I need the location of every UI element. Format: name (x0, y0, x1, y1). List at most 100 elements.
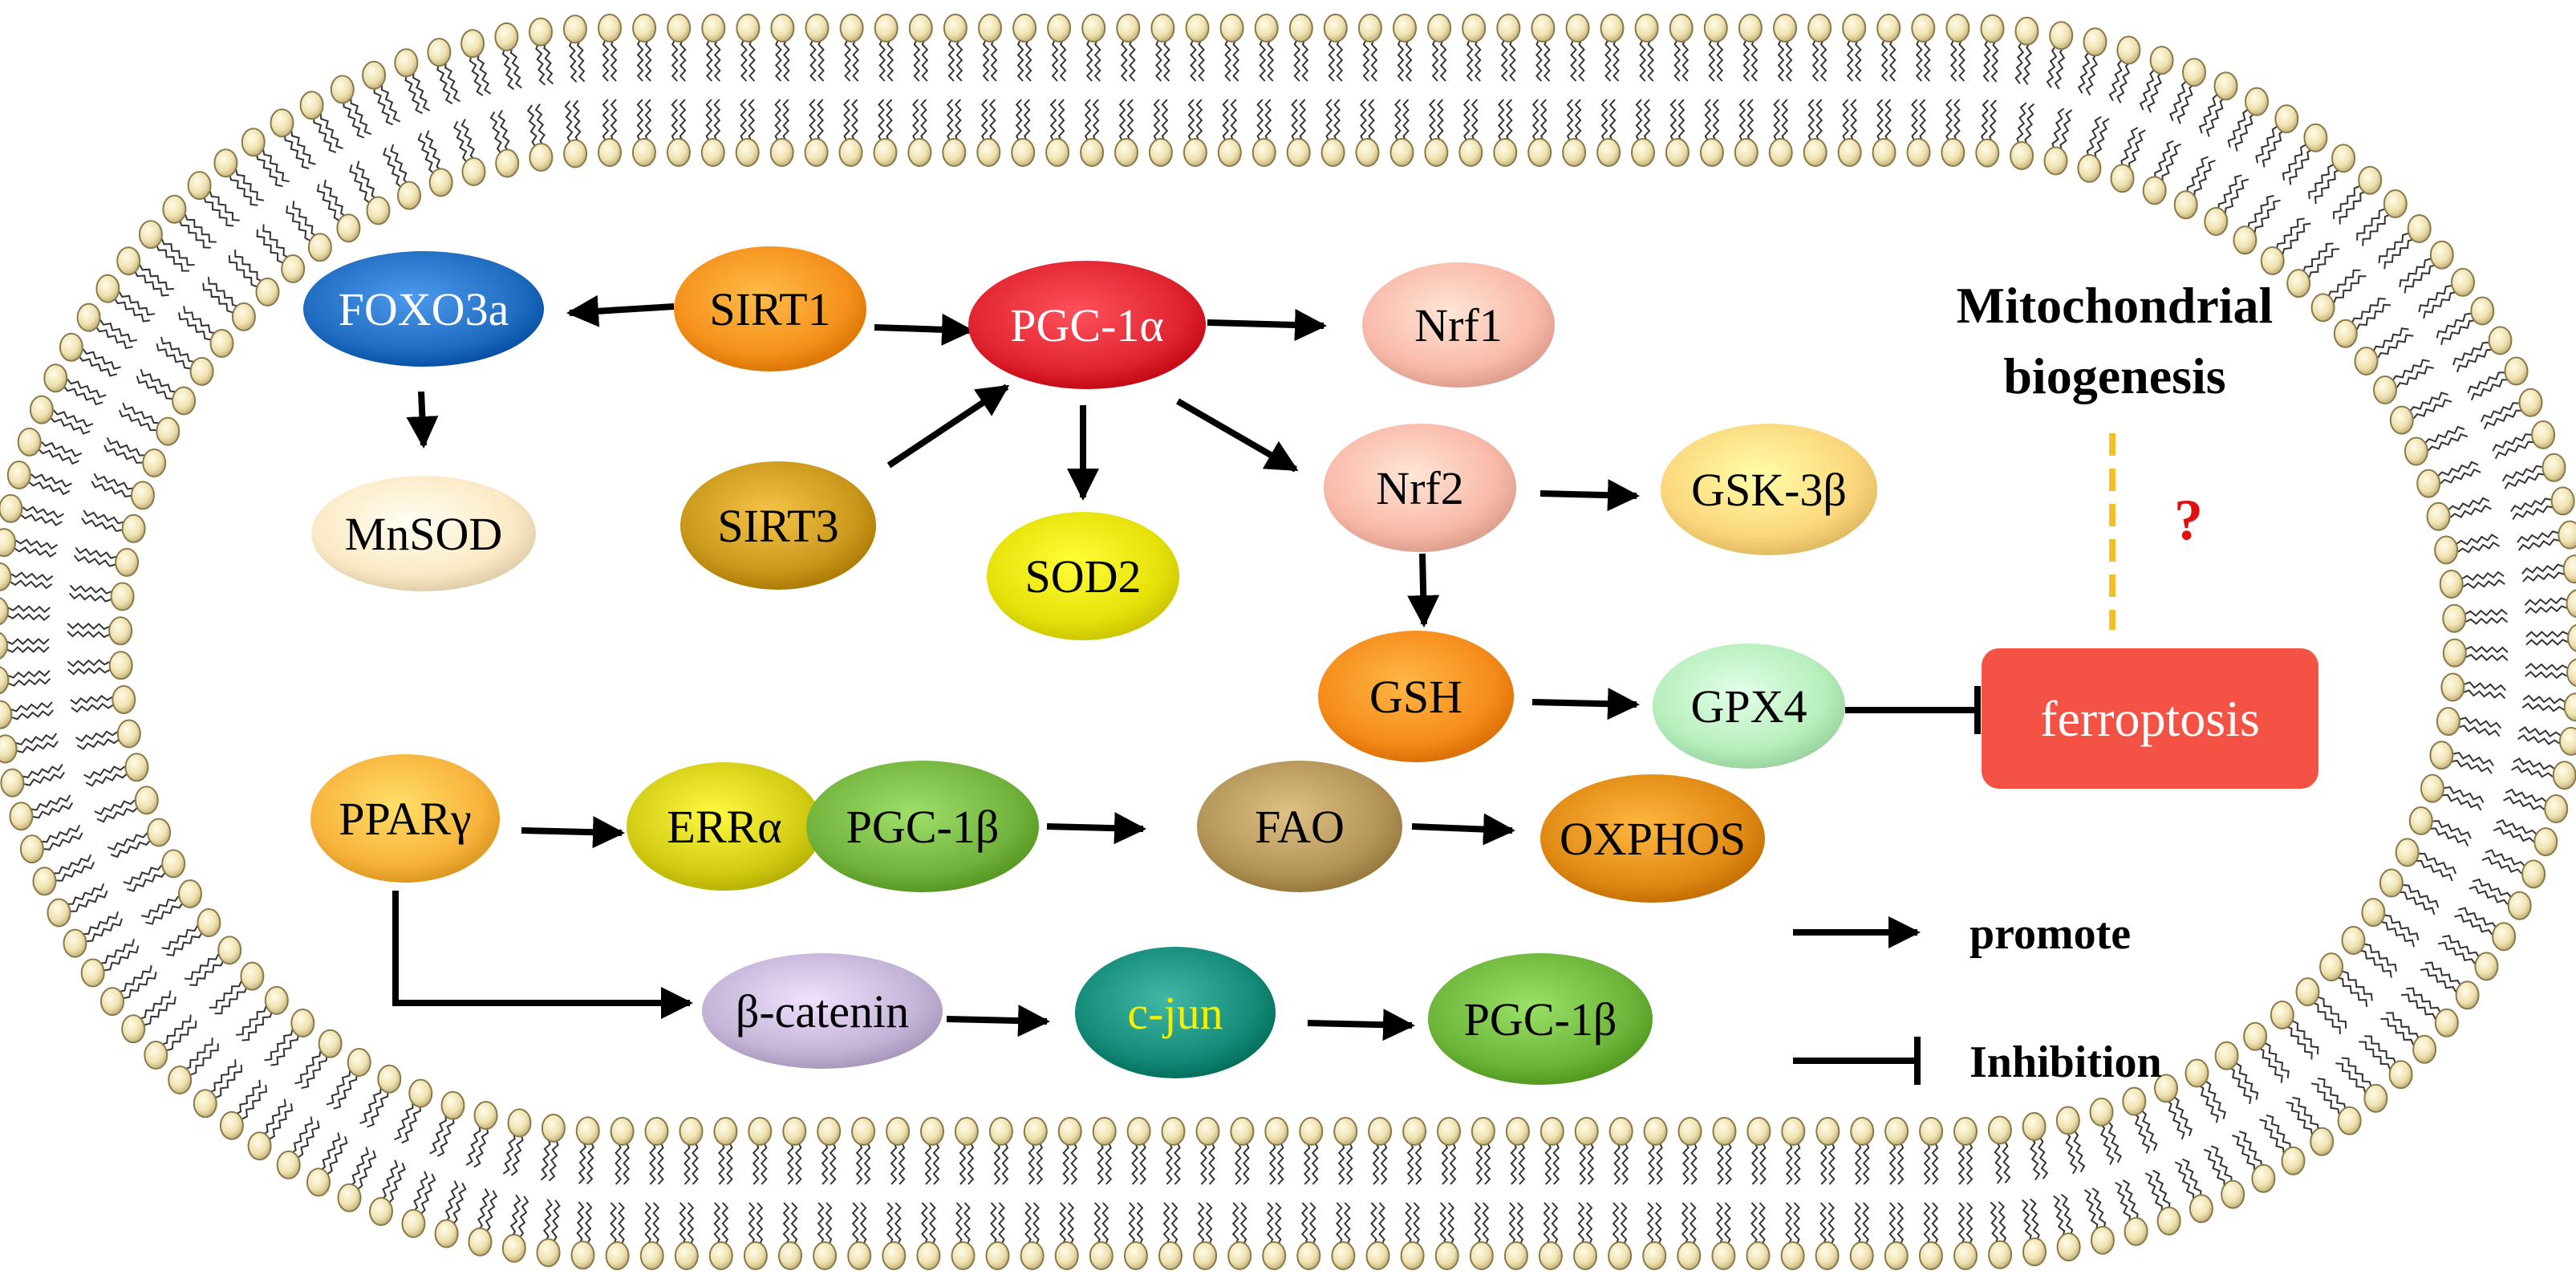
lipid-tail (2293, 1098, 2319, 1131)
lipid-head (952, 1242, 975, 1269)
lipid-tail (2463, 580, 2505, 588)
lipid-tail (1959, 1143, 1964, 1184)
lipid-head (2262, 247, 2284, 274)
lipid-head (395, 49, 417, 76)
lipid-head (1402, 1242, 1424, 1269)
lipid-tail (761, 1143, 766, 1184)
lipid-tail (1511, 1143, 1516, 1184)
lipid-head (771, 139, 793, 166)
lipid-tail (135, 271, 169, 296)
lipid-tail (1752, 39, 1757, 81)
lipid-tail (1467, 39, 1472, 81)
lipid-head (744, 1242, 767, 1269)
lipid-head (1391, 139, 1414, 166)
lipid-head (680, 1118, 703, 1145)
lipid-head (1739, 14, 1762, 42)
lipid-head (140, 221, 162, 248)
lipid-head (875, 14, 898, 42)
lipid-tail (2405, 265, 2436, 293)
lipid-head (18, 428, 41, 456)
lipid-head (34, 867, 56, 895)
lipid-head (0, 529, 15, 556)
lipid-tail (552, 1200, 559, 1242)
lipid-tail (1717, 1203, 1722, 1244)
lipid-tail (968, 1143, 973, 1184)
lipid-head (1090, 1242, 1113, 1269)
lipid-tail (2030, 1199, 2039, 1240)
lipid-head (1989, 1117, 2011, 1144)
lipid-tail (861, 1203, 866, 1244)
lipid-tail (1475, 1203, 1480, 1244)
lipid-tail (140, 991, 171, 1019)
lipid-tail (14, 547, 56, 556)
lipid-tail (1337, 1203, 1341, 1244)
lipid-tail (1016, 99, 1021, 141)
lipid-head (136, 786, 158, 814)
lipid-head (2364, 1085, 2387, 1112)
lipid-head (748, 1118, 771, 1145)
lipid-tail (1053, 39, 1057, 81)
node-bcatenin: β-catenin (702, 953, 943, 1069)
lipid-tail (879, 99, 884, 141)
lipid-head (2475, 952, 2497, 980)
lipid-head (1735, 139, 1758, 166)
lipid-tail (1072, 1143, 1077, 1184)
lipid-head (736, 14, 759, 42)
node-label-sirt3: SIRT3 (717, 500, 838, 552)
lipid-head (1531, 14, 1554, 42)
lipid-tail (603, 99, 608, 141)
lipid-tail (1990, 100, 1996, 142)
lipid-tail (2116, 1183, 2130, 1222)
lipid-tail (2286, 1102, 2312, 1135)
lipid-tail (2054, 1196, 2065, 1236)
lipid-tail (619, 1203, 624, 1244)
lipid-tail (784, 39, 789, 81)
node-label-foxo3a: FOXO3a (339, 283, 509, 335)
lipid-head (990, 1118, 1012, 1145)
node-pgc1a: PGC-1α (968, 261, 1206, 389)
lipid-tail (2464, 682, 2506, 690)
lipid-tail (727, 1143, 732, 1184)
lipid-tail (688, 1203, 693, 1244)
lipid-tail (7, 639, 49, 644)
lipid-tail (715, 1203, 720, 1244)
lipid-head (874, 139, 897, 166)
lipid-head (606, 1242, 629, 1269)
lipid-tail (2437, 314, 2471, 339)
lipid-head (1056, 1242, 1078, 1269)
lipid-tail (1449, 1203, 1454, 1244)
lipid-tail (1856, 1143, 1860, 1184)
lipid-tail (715, 99, 720, 141)
lipid-tail (934, 1143, 939, 1184)
lipid-tail (811, 39, 816, 81)
lipid-tail (2433, 821, 2471, 838)
lipid-head (2493, 923, 2515, 950)
lipid-head (2016, 18, 2038, 45)
lipid-head (21, 835, 43, 863)
lipid-tail (1450, 1143, 1455, 1184)
lipid-tail (1510, 39, 1515, 81)
lipid-tail (659, 1143, 663, 1184)
lipid-tail (1714, 99, 1718, 141)
lipid-head (233, 303, 255, 331)
lipid-tail (949, 39, 954, 81)
lipid-tail (1726, 1143, 1731, 1184)
lipid-tail (1718, 1143, 1723, 1184)
lipid-head (538, 1239, 560, 1266)
lipid-head (189, 172, 211, 199)
lipid-tail (413, 1171, 427, 1212)
lipid-tail (1671, 99, 1676, 141)
lipid-tail (42, 442, 82, 457)
lipid-tail (1864, 1203, 1868, 1244)
lipid-tail (2519, 539, 2560, 550)
lipid-tail (1430, 99, 1434, 141)
lipid-tail (486, 1191, 497, 1232)
lipid-tail (2178, 84, 2194, 124)
lipid-head (1714, 1118, 1736, 1145)
lipid-tail (1821, 39, 1826, 81)
lipid-tail (1878, 99, 1883, 141)
lipid-head (1908, 139, 1930, 166)
lipid-tail (321, 113, 343, 148)
lipid-head (301, 91, 323, 119)
lipid-tail (1946, 99, 1951, 141)
